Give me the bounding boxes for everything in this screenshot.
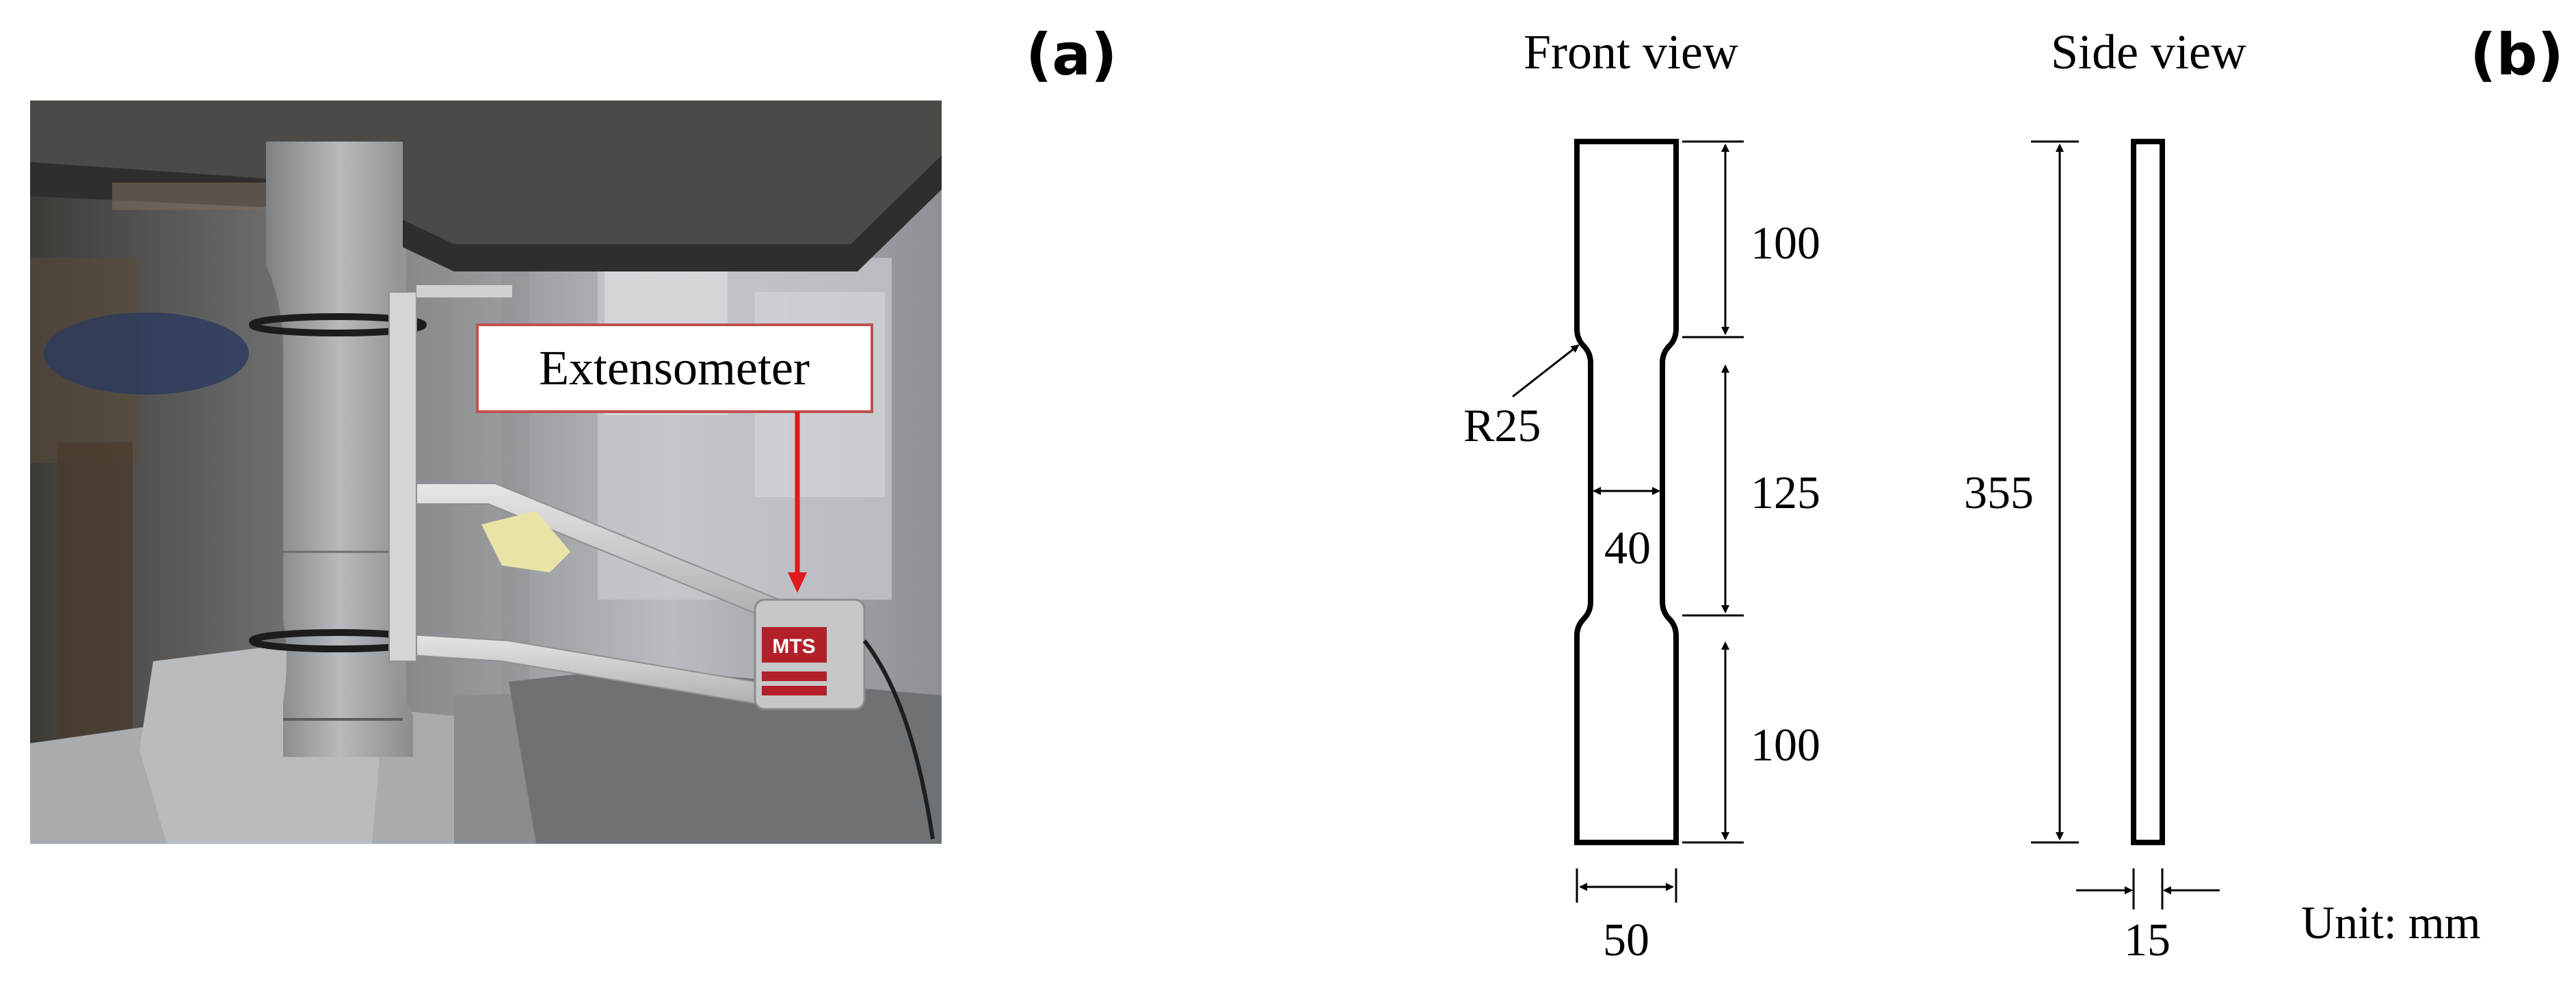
mts-logo: MTS (772, 635, 815, 658)
dim-grip-bottom: 100 (1751, 719, 1820, 771)
dim-thickness: 15 (2124, 914, 2170, 966)
callout-label: Extensometer (539, 341, 810, 395)
callout-box (476, 323, 873, 413)
side-view-title: Side view (2051, 25, 2246, 79)
side-view-outline (2131, 139, 2165, 845)
front-view-outline (1574, 139, 1679, 845)
dim-grip-top: 100 (1751, 217, 1820, 269)
panel-label-b: (b) (2470, 21, 2564, 88)
dim-gauge-width: 40 (1604, 522, 1651, 574)
dim-gauge: 125 (1751, 466, 1820, 518)
radius-leader (1512, 344, 1580, 398)
specimen (266, 142, 413, 757)
dim-fillet-radius: R25 (1463, 399, 1541, 451)
extensometer-photo: MTS Extensometer (30, 101, 942, 844)
unit-label: Unit: mm (2301, 896, 2481, 948)
dim-total-length: 355 (1964, 466, 2034, 518)
panel-label-a: (a) (1026, 21, 1117, 88)
front-view-title: Front view (1524, 25, 1738, 79)
dim-total-width: 50 (1603, 914, 1649, 966)
upper-grip (30, 101, 942, 271)
